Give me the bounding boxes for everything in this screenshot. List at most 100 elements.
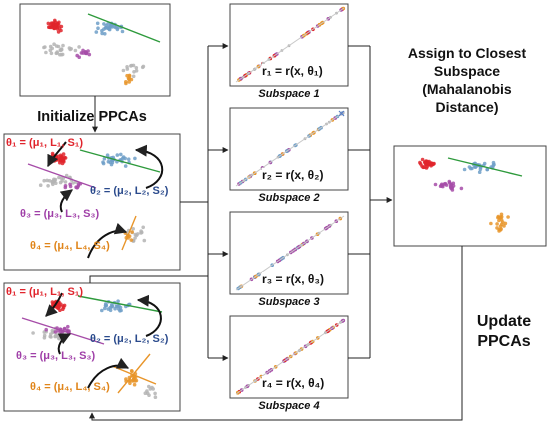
- asg-blue-point: [469, 166, 473, 171]
- init-blue-point: [133, 156, 137, 161]
- close-icon[interactable]: [338, 110, 345, 117]
- top-gray-point: [54, 44, 59, 48]
- initialize-ppcas-heading: Initialize PPCAs: [37, 109, 147, 125]
- assign-heading-line-4: Distance): [435, 99, 499, 115]
- update-to-subspaces-connector: [89, 275, 208, 283]
- init-blue-point: [106, 159, 111, 164]
- theta4-label-update: θ₄ = (μ₄, L₄, S₄): [30, 381, 110, 393]
- top-gray2-point: [125, 67, 130, 71]
- asg-orange-point: [495, 222, 499, 226]
- asg-orange-point: [499, 227, 503, 231]
- cluster-axis-green: [87, 13, 161, 43]
- subspace-3-caption: Subspace 3: [258, 296, 320, 308]
- upd-blue-point: [110, 305, 114, 309]
- upd-gray2-point: [143, 391, 148, 396]
- top-gray-point: [55, 50, 59, 54]
- asg-red-point: [420, 157, 425, 162]
- init-blue-point: [105, 153, 110, 157]
- init-gray-point: [71, 181, 75, 185]
- upd-blue-point: [104, 303, 109, 308]
- upd-gray2-point: [150, 385, 154, 390]
- asg-purple-point: [447, 179, 452, 184]
- top-scatter-panel: [19, 3, 171, 97]
- upd-blue-point: [103, 306, 107, 311]
- assign-heading: Assign to Closest Subspace (Mahalanobis …: [384, 44, 550, 116]
- theta2-label-update: θ₂ = (μ₂, L₂, S₂): [90, 333, 169, 345]
- asg-purple-point: [433, 182, 438, 187]
- top-blue-point: [115, 27, 120, 32]
- init-gray2-point: [141, 225, 145, 230]
- top-red-point: [53, 20, 58, 24]
- cluster-axis-purple-update: [21, 317, 105, 345]
- subspace-2-caption: Subspace 2: [258, 192, 320, 204]
- top-orange-point: [125, 73, 129, 78]
- top-blue-point: [106, 26, 110, 31]
- subspace-1-caption: Subspace 1: [258, 88, 320, 100]
- asg-red-point: [418, 162, 423, 166]
- top-gray2-point: [121, 68, 126, 73]
- init-blue-point: [110, 160, 115, 165]
- cluster-axis-purple: [27, 163, 97, 189]
- init-blue-point: [102, 156, 107, 161]
- top-gray2-point: [131, 63, 136, 68]
- upd-gray2-point: [147, 393, 151, 398]
- upd-gray-point: [49, 335, 53, 339]
- asg-purple-point: [459, 186, 464, 191]
- asg-blue-point: [482, 161, 487, 166]
- init-gray-point: [63, 180, 68, 184]
- top-blue-point: [96, 26, 100, 31]
- top-purple-point: [86, 49, 90, 53]
- subspace-3-axis: [235, 215, 345, 291]
- init-gray-point: [47, 179, 52, 183]
- top-gray-point: [59, 52, 64, 57]
- init-gray-point: [58, 180, 63, 185]
- top-gray2-point: [129, 64, 133, 68]
- theta3-arrow-update: [57, 333, 72, 355]
- subspace-4-formula: r₄ = r(x, θ₄): [262, 376, 325, 390]
- feedback-loop: [89, 246, 463, 421]
- asg-orange-point: [499, 212, 504, 217]
- asg-purple-point: [448, 184, 453, 189]
- subspace-4-axis: [235, 319, 345, 395]
- top-gray2-point: [141, 64, 146, 69]
- upd-orange-point: [130, 369, 134, 374]
- top-red-point: [47, 25, 51, 30]
- asg-red-point: [430, 161, 434, 166]
- theta3-label: θ₃ = (μ₃, L₃, S₃): [20, 208, 100, 220]
- cluster-axis-orange-update: [117, 353, 151, 394]
- asg-purple-point: [441, 184, 445, 189]
- asg-blue-point: [485, 167, 490, 172]
- upd-red-point: [61, 305, 66, 310]
- assigned-scatter-panel: [393, 145, 547, 247]
- cluster-axis-green-assigned: [447, 157, 523, 177]
- top-gray2-point: [134, 66, 139, 70]
- theta4-arrow-update: [87, 357, 130, 389]
- init-red-point: [61, 157, 65, 161]
- top-gray-point: [43, 45, 47, 49]
- asg-orange-point: [506, 215, 510, 219]
- upd-gray-point: [49, 332, 53, 336]
- theta4-arrow: [87, 222, 128, 259]
- top-red-point: [57, 26, 62, 31]
- init-gray2-point: [135, 232, 140, 236]
- theta2-arrow: [134, 144, 164, 189]
- top-red-point: [54, 22, 58, 27]
- initialize-ppca-panel: [3, 133, 181, 271]
- upd-blue-point: [116, 299, 120, 304]
- top-purple-point: [87, 52, 92, 57]
- subspace-3-formula: r₃ = r(x, θ₃): [262, 272, 324, 286]
- asg-blue-point: [478, 167, 483, 171]
- upd-blue-point: [106, 307, 111, 311]
- init-gray-point: [38, 183, 43, 187]
- update-heading: Update PPCAs: [460, 312, 548, 352]
- top-gray-point: [50, 46, 54, 51]
- upd-gray-point: [56, 336, 61, 340]
- asg-orange-point: [502, 224, 506, 228]
- init-gray-point: [42, 178, 46, 183]
- top-gray2-point: [131, 74, 136, 79]
- top-gray2-point: [134, 69, 139, 73]
- assign-heading-line-3: (Mahalanobis: [422, 81, 512, 97]
- asg-red-point: [426, 160, 431, 165]
- init-gray-point: [52, 178, 57, 183]
- init-gray-point: [64, 173, 69, 178]
